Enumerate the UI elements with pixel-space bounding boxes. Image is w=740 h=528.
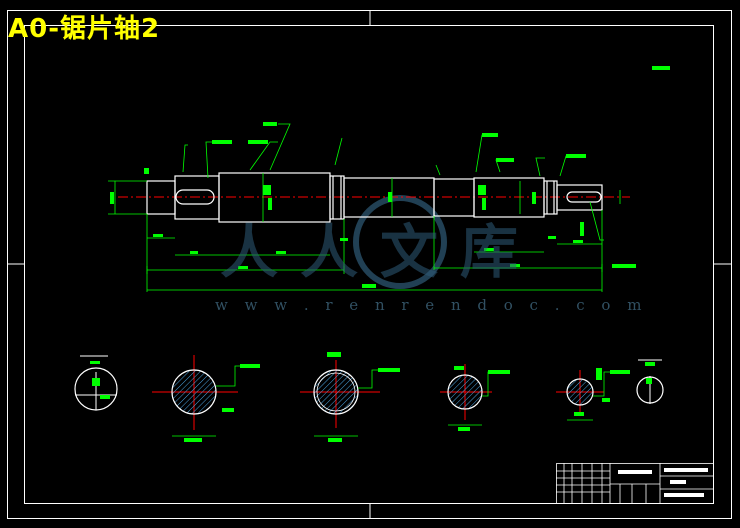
section-view-5 (556, 368, 630, 421)
shaft-outline (146, 172, 603, 223)
title-block-text-blocks (618, 468, 708, 497)
watermark-brand-text: 人人文库 (220, 218, 541, 286)
sheet-border (7, 10, 732, 519)
section-view-6 (636, 359, 664, 404)
section-view-3 (300, 352, 400, 442)
section-view-1 (74, 355, 118, 411)
watermark-url-text: w w w . r e n r e n d o c . c o m (215, 296, 648, 314)
section-view-4 (440, 364, 510, 431)
dimension-labels (110, 66, 670, 288)
section-view-2 (152, 355, 260, 442)
section-views (74, 352, 664, 442)
page-title: A0-锯片轴2 (8, 14, 161, 44)
dimension-lines (108, 123, 621, 292)
title-block (556, 463, 714, 504)
watermark-circle (353, 195, 447, 289)
